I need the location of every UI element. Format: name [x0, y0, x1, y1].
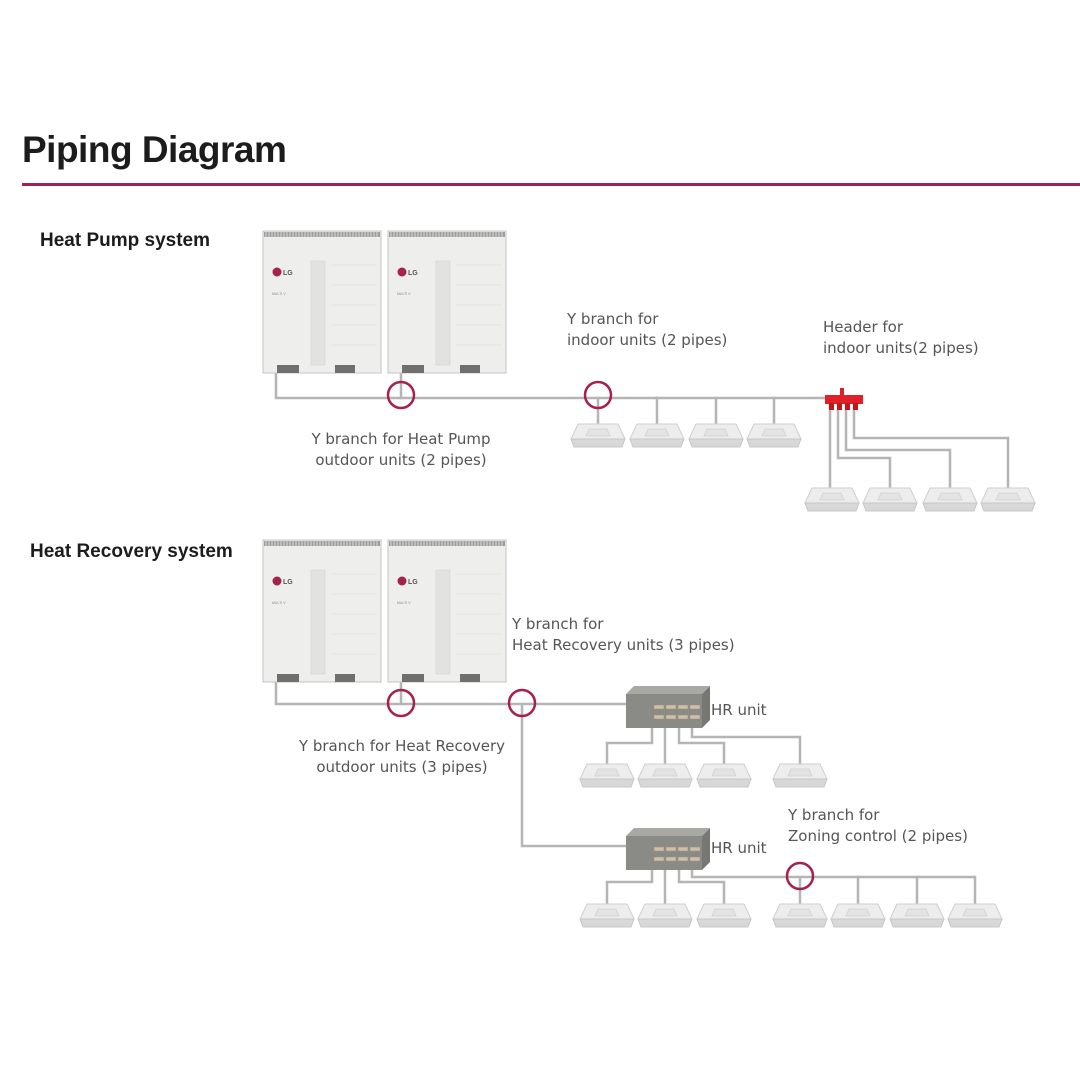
- hr-outdoor-unit-2: LG MULTI V: [387, 539, 507, 683]
- hp-header-label: Header for indoor units(2 pipes): [823, 318, 979, 357]
- hr-unit-y-branch-marker: [507, 688, 537, 718]
- title-underline: [22, 183, 1080, 186]
- hp-indoor-branch-label: Y branch for indoor units (2 pipes): [567, 310, 728, 349]
- header-port-3: [845, 403, 850, 410]
- hr1-indoor-unit-3: [696, 763, 752, 788]
- header-port-4: [853, 403, 858, 410]
- hp-indoor-unit-2: [629, 423, 685, 448]
- header-port-1: [829, 403, 834, 410]
- hr2-pipe-1: [605, 868, 654, 904]
- hr1-pipe-1: [605, 726, 654, 764]
- zoning-branch-label: Y branch for Zoning control (2 pipes): [788, 806, 968, 845]
- model-badge: MULTI V: [272, 292, 286, 296]
- hr2-zoning-pipe: [690, 868, 975, 879]
- zoning-y-branch-marker: [785, 861, 815, 891]
- hr-unit-1-label: HR unit: [711, 701, 767, 719]
- hp-indoor-unit-1: [570, 423, 626, 448]
- hp-indoor-unit-4: [746, 423, 802, 448]
- heat-recovery-heading: Heat Recovery system: [30, 541, 233, 562]
- hp-header-indoor-unit-3: [922, 487, 978, 512]
- hp-header-indoor-unit-4: [980, 487, 1036, 512]
- header-port-2: [837, 403, 842, 410]
- heat-pump-heading: Heat Pump system: [40, 230, 211, 251]
- brand-text: LG: [283, 579, 293, 586]
- hr2-indoor-unit-4: [772, 903, 828, 928]
- hr-outdoor-branch-label: Y branch for Heat Recovery outdoor units…: [298, 737, 506, 776]
- hr-branch-to-hr2: [520, 704, 626, 848]
- lg-logo-icon: [397, 576, 407, 586]
- hr-outdoor-y-branch-marker: [386, 688, 416, 718]
- hp-outdoor-branch-label: Y branch for Heat Pump outdoor units (2 …: [311, 430, 491, 469]
- hp-header-indoor-unit-1: [804, 487, 860, 512]
- hp-indoor-y-branch-marker: [583, 380, 613, 410]
- hr2-indoor-unit-1: [579, 903, 635, 928]
- hr1-pipe-3: [677, 726, 726, 764]
- hr1-indoor-unit-2: [637, 763, 693, 788]
- hp-indoor-unit-3: [688, 423, 744, 448]
- lg-logo-icon: [272, 576, 282, 586]
- lg-logo-icon: [272, 267, 282, 277]
- hr-unit-2-label: HR unit: [711, 839, 767, 857]
- hr2-indoor-unit-2: [637, 903, 693, 928]
- page-title: Piping Diagram: [22, 129, 287, 170]
- hp-outdoor-unit-1: LG MULTI V: [262, 230, 382, 374]
- hp-header-indoor-unit-2: [862, 487, 918, 512]
- hr2-indoor-unit-5: [830, 903, 886, 928]
- hp-header-run-4: [852, 400, 1010, 488]
- brand-text: LG: [408, 579, 418, 586]
- model-badge: MULTI V: [397, 601, 411, 605]
- hr-outdoor-unit-1: LG MULTI V: [262, 539, 382, 683]
- hr-main-pipe: [274, 682, 626, 706]
- hp-main-pipe: [274, 373, 826, 400]
- hr-unit-2: [626, 828, 710, 870]
- hp-header-run-2: [836, 400, 892, 488]
- model-badge: MULTI V: [272, 601, 286, 605]
- hp-header-manifold: [825, 395, 863, 404]
- header-inlet: [840, 388, 844, 396]
- hr2-indoor-unit-3: [696, 903, 752, 928]
- lg-logo-icon: [397, 267, 407, 277]
- brand-text: LG: [408, 270, 418, 277]
- hp-outdoor-unit-2: LG MULTI V: [387, 230, 507, 374]
- hr-unit-1: [626, 686, 710, 728]
- model-badge: MULTI V: [397, 292, 411, 296]
- hr2-indoor-unit-7: [947, 903, 1003, 928]
- hr1-indoor-unit-4: [772, 763, 828, 788]
- hr-unit-branch-label: Y branch for Heat Recovery units (3 pipe…: [512, 615, 735, 654]
- hp-header-run-3: [844, 400, 952, 488]
- hr1-pipe-4: [690, 726, 802, 764]
- hp-outdoor-y-branch-marker: [386, 380, 416, 410]
- hr2-pipe-3: [677, 868, 726, 904]
- hr1-indoor-unit-1: [579, 763, 635, 788]
- brand-text: LG: [283, 270, 293, 277]
- hr2-indoor-unit-6: [889, 903, 945, 928]
